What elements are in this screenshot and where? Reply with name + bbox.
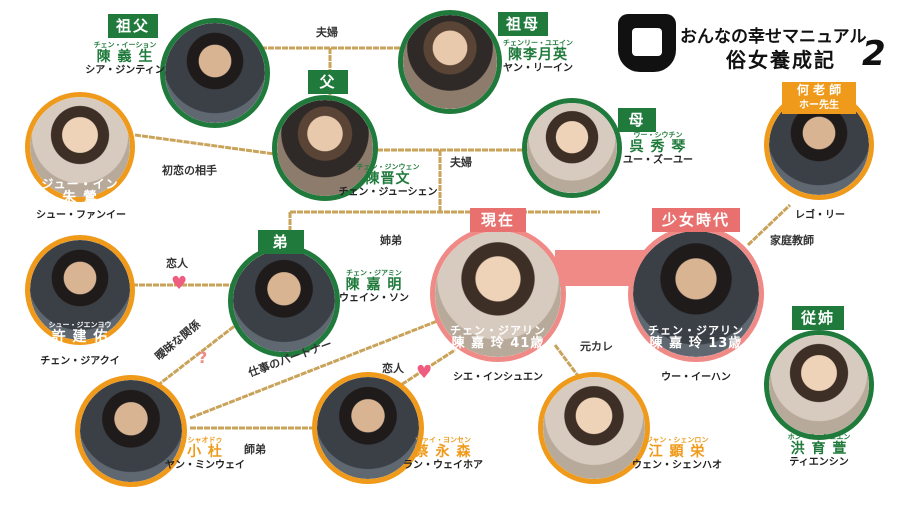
father-portrait [272, 95, 378, 201]
relation-tutor: 家庭教師 [770, 234, 814, 247]
first-love-actor: シュー・ファンイー [36, 210, 126, 221]
line-tutor [746, 203, 792, 247]
cai-portrait [312, 372, 424, 484]
line-ambiguous [157, 316, 246, 387]
teacher-actor: レゴ・リー [795, 210, 845, 221]
grandfather-name: チェン・イーション 陳 義 生 シア・ジンティン [85, 41, 165, 77]
relation-lovers-left: 恋人 [166, 257, 188, 270]
young-role: 少女時代 [652, 208, 740, 232]
first-love-name: ジュー・イン 朱 鶯 [41, 177, 119, 207]
xu-name: シュー・ジエンヨウ 許 建 佑 [48, 321, 112, 345]
cousin-portrait [764, 330, 874, 440]
young-name: チェン・ジアリン 陳 嘉 玲 13歳 [648, 324, 744, 352]
first-love-portrait [25, 92, 135, 202]
grandmother-name: チェンリー・ユエイン 陳李月英 ヤン・リーイン [503, 39, 573, 75]
logo-season-number: 2 [862, 34, 886, 74]
young-actor: ウー・イーハン [661, 372, 731, 383]
father-role: 父 [308, 70, 348, 94]
relation-lovers-center: 恋人 [382, 362, 404, 375]
heart-icon: ♥ [171, 273, 188, 294]
present-role: 現在 [470, 208, 526, 232]
logo-mascot-icon [618, 14, 676, 72]
grandfather-portrait [160, 18, 270, 128]
grandfather-role: 祖父 [108, 14, 158, 38]
present-name: チェン・ジアリン 陳 嘉 玲 41歳 [450, 324, 546, 352]
jiang-name: ジャン・シェンロン 江 顕 栄 ウェン・シェンハオ [632, 436, 722, 472]
line-first-love [134, 133, 283, 157]
relation-junior: 師弟 [244, 443, 266, 456]
grandmother-role: 祖母 [498, 12, 548, 36]
grandmother-portrait [398, 10, 502, 114]
xu-actor: チェン・ジアクイ [40, 356, 120, 367]
brother-role: 弟 [258, 230, 304, 254]
jiang-portrait [538, 372, 650, 484]
xiaodu-name: シャオドゥ 小 杜 ヤン・ミンウェイ [165, 436, 245, 472]
cai-name: ツァイ・ヨンセン 蔡 永 森 ラン・ウェイホア [403, 436, 483, 472]
relation-parents-couple: 夫婦 [450, 156, 472, 169]
line-work [189, 318, 441, 420]
question-mark: ? [198, 348, 208, 367]
present-actor: シエ・インシュエン [453, 372, 543, 383]
relation-grand-couple: 夫婦 [316, 26, 338, 39]
teacher-role: 何 老 師 ホー先生 [782, 82, 856, 114]
mother-role: 母 [618, 108, 656, 132]
father-name: チェン・ジンウェン 陳晋文 チェン・ジューシェン [338, 163, 438, 199]
heart-icon: ♥ [416, 362, 433, 383]
cousin-role: 従姉 [792, 306, 844, 330]
xiaodu-portrait [75, 375, 187, 487]
relation-siblings: 姉弟 [380, 234, 402, 247]
relation-ex: 元カレ [580, 340, 613, 353]
line-ex [553, 344, 592, 393]
brother-portrait [228, 245, 340, 357]
logo-title-line1: おんなの幸せマニュアル [680, 27, 867, 47]
relation-first-love: 初恋の相手 [162, 164, 217, 177]
show-logo: おんなの幸せマニュアル 俗女養成記 2 [608, 14, 894, 80]
cousin-name: ホン・ユーシュエン 洪 育 萱 ティエンシン [787, 433, 851, 469]
logo-title-line2: 俗女養成記 [726, 48, 836, 72]
xu-portrait [25, 235, 135, 345]
mother-name: ウー・シウチン 呉 秀 琴 ユー・ズーユー [623, 131, 693, 167]
brother-name: チェン・ジアミン 陳 嘉 明 ウェイン・ソン [339, 269, 409, 305]
mother-portrait [522, 98, 622, 198]
